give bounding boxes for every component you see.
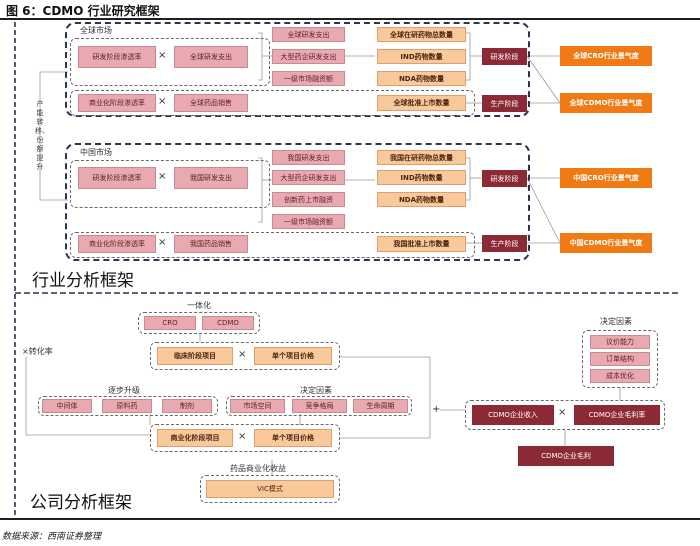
- china-rd-stage: 研发阶段: [482, 170, 527, 187]
- global-market-frame: [65, 22, 530, 117]
- chain-formulation: 制剂: [162, 399, 212, 413]
- global-count-1: 全球在研药物总数量: [377, 27, 466, 42]
- bottom-rule: [0, 518, 700, 520]
- global-count-3: NDA药物数量: [377, 71, 466, 86]
- china-sub-4: 一级市场融资额: [272, 214, 345, 229]
- global-sub-2: 大型药企研发支出: [272, 49, 345, 64]
- company-section-title: 公司分析框架: [30, 493, 132, 513]
- integration-group: [138, 312, 260, 334]
- china-sub-2: 大型药企研发支出: [272, 170, 345, 185]
- china-count-2: IND药物数量: [377, 170, 466, 185]
- unit-price: 单个项目价格: [254, 347, 332, 365]
- comm-group: [150, 424, 340, 452]
- china-market-frame: [65, 143, 530, 261]
- clinical-projects: 临床阶段项目: [157, 347, 233, 365]
- top-rule: [0, 18, 700, 20]
- china-rd-group: [70, 160, 270, 208]
- multiply-sign: ×: [558, 407, 567, 418]
- global-approved: 全球批准上市数量: [377, 95, 466, 111]
- clinical-group: [150, 342, 340, 370]
- comm-projects: 商业化阶段项目: [157, 429, 233, 447]
- figure-title: 图 6：CDMO 行业研究框架: [6, 4, 160, 18]
- china-cro-output: 中国CRO行业景气度: [560, 168, 652, 188]
- china-prod-stage: 生产阶段: [482, 235, 527, 252]
- rdet-order-structure: 订单结构: [590, 352, 650, 366]
- cdmo-box: CDMO: [202, 316, 254, 330]
- multiply-sign: ×: [158, 50, 167, 61]
- global-rd-stage: 研发阶段: [482, 48, 527, 65]
- revenue-margin-group: [465, 400, 665, 430]
- cdmo-gross-margin: CDMO企业毛利率: [574, 405, 660, 425]
- vic-group: [200, 475, 340, 503]
- china-count-1: 我国在研药物总数量: [377, 150, 466, 165]
- source-note: 数据来源：西南证券整理: [2, 532, 102, 542]
- rdet-cost-opt: 成本优化: [590, 369, 650, 383]
- unit-price-2: 单个项目价格: [254, 429, 332, 447]
- global-comm-rate: 商业化阶段渗透率: [78, 94, 156, 112]
- china-count-3: NDA药物数量: [377, 192, 466, 207]
- side-label: 产能转移、份额提升: [35, 100, 49, 171]
- global-prod-stage: 生产阶段: [482, 95, 527, 112]
- vic-label: 药品商业化收益: [230, 464, 286, 473]
- chain-intermediate: 中间体: [42, 399, 92, 413]
- industry-section-title: 行业分析框架: [32, 271, 134, 291]
- multiply-sign: ×: [158, 237, 167, 248]
- plus-sign: +: [432, 404, 441, 415]
- right-determinants-label: 决定因素: [600, 317, 632, 326]
- global-rd-group: [70, 38, 270, 86]
- china-prod-group: [70, 232, 475, 258]
- global-sub-1: 全球研发支出: [272, 27, 345, 42]
- multiply-sign: ×: [158, 96, 167, 107]
- global-rd-spend: 全球研发支出: [174, 46, 248, 68]
- china-sub-1: 我国研发支出: [272, 150, 345, 165]
- global-cdmo-output: 全球CDMO行业景气度: [560, 93, 652, 113]
- china-sales: 我国药品销售: [174, 235, 248, 253]
- global-cro-output: 全球CRO行业景气度: [560, 46, 652, 66]
- det-competition: 竞争格局: [292, 399, 347, 413]
- china-approved: 我国批准上市数量: [377, 236, 466, 252]
- chain-group: [38, 396, 218, 416]
- conversion-label: ×转化率: [22, 347, 53, 356]
- global-prod-group: [70, 90, 475, 116]
- det-market-space: 市场空间: [230, 399, 285, 413]
- upgrade-label: 逐步升级: [108, 386, 140, 395]
- china-sub-3: 创新药上市融资: [272, 192, 345, 207]
- china-comm-rate: 商业化阶段渗透率: [78, 235, 156, 253]
- det-lifecycle: 生命周期: [353, 399, 408, 413]
- right-determinants-group: [582, 330, 658, 388]
- vic-box: VIC模式: [206, 480, 334, 498]
- multiply-sign: ×: [238, 431, 247, 442]
- china-market-label: 中国市场: [80, 148, 112, 157]
- integration-label: 一体化: [187, 301, 211, 310]
- multiply-sign: ×: [238, 349, 247, 360]
- global-count-2: IND药物数量: [377, 49, 466, 64]
- cdmo-revenue: CDMO企业收入: [472, 405, 554, 425]
- determinants-label: 决定因素: [300, 386, 332, 395]
- chain-api: 原料药: [102, 399, 152, 413]
- china-cdmo-output: 中国CDMO行业景气度: [560, 233, 652, 253]
- multiply-sign: ×: [158, 171, 167, 182]
- cdmo-gross-profit: CDMO企业毛利: [518, 446, 614, 466]
- global-sales: 全球药品销售: [174, 94, 248, 112]
- china-rd-rate: 研发阶段渗透率: [78, 167, 156, 189]
- global-market-label: 全球市场: [80, 26, 112, 35]
- global-sub-3: 一级市场融资额: [272, 71, 345, 86]
- china-rd-spend: 我国研发支出: [174, 167, 248, 189]
- global-rd-rate: 研发阶段渗透率: [78, 46, 156, 68]
- rdet-bargaining: 议价能力: [590, 335, 650, 349]
- cro-box: CRO: [144, 316, 196, 330]
- determinants-group: [226, 396, 412, 416]
